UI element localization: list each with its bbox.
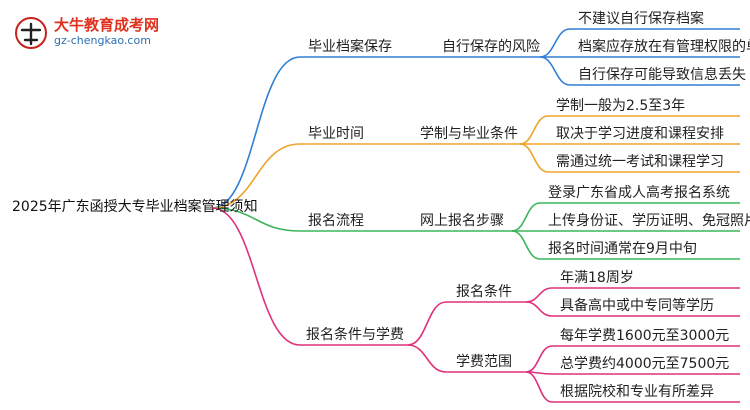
- logo-url: gz-chengkao.com: [54, 34, 151, 47]
- sub-self-storage-risk: 自行保存的风险: [442, 39, 540, 55]
- leaf-item: 根据院校和专业有所差异: [560, 384, 714, 400]
- leaf-item: 报名时间通常在9月中旬: [548, 241, 697, 257]
- connector-branch-sub: [407, 344, 447, 373]
- connector-root-branch: [211, 143, 301, 209]
- sub-registration-conditions: 报名条件: [456, 284, 512, 300]
- connector-branch-sub: [407, 301, 447, 346]
- connector-sub-leaf: [539, 56, 571, 86]
- leaf-item: 年满18周岁: [560, 270, 634, 286]
- branch-conditions-fees: 报名条件与学费: [306, 327, 404, 343]
- connector-sub-leaf: [525, 371, 553, 403]
- leaf-item: 不建议自行保存档案: [578, 11, 704, 27]
- connector-root-branch: [211, 207, 301, 346]
- leaf-item: 档案应存放在有管理权限的单位: [578, 39, 750, 55]
- branch-archive-storage: 毕业档案保存: [308, 39, 392, 55]
- root-topic: 2025年广东函授大专毕业档案管理须知: [12, 199, 258, 215]
- leaf-item: 需通过统一考试和课程学习: [556, 154, 724, 170]
- connector-sub-leaf: [525, 345, 553, 373]
- connector-root-branch: [211, 207, 301, 232]
- branch-registration-process: 报名流程: [308, 213, 364, 229]
- connector-sub-leaf: [525, 287, 553, 303]
- connector-sub-leaf: [525, 301, 553, 317]
- leaf-item: 总学费约4000元至7500元: [560, 356, 730, 372]
- branch-graduation-time: 毕业时间: [308, 126, 364, 142]
- leaf-item: 上传身份证、学历证明、免冠照片: [548, 213, 750, 229]
- connector-sub-leaf: [539, 28, 571, 58]
- leaf-item: 自行保存可能导致信息丢失: [578, 67, 746, 83]
- logo-title: 大牛教育成考网: [54, 16, 160, 34]
- site-logo[interactable]: 大牛教育成考网 gz-chengkao.com: [14, 14, 164, 50]
- sub-study-duration: 学制与毕业条件: [420, 126, 518, 142]
- leaf-item: 学制一般为2.5至3年: [556, 98, 686, 114]
- connector-sub-leaf: [511, 202, 541, 232]
- leaf-item: 登录广东省成人高考报名系统: [548, 185, 730, 201]
- connector-sub-leaf: [511, 230, 541, 260]
- leaf-item: 具备高中或中专同等学历: [560, 298, 714, 314]
- connector-sub-leaf: [519, 115, 549, 145]
- logo-mark-icon: [15, 17, 47, 49]
- connector-root-branch: [211, 56, 301, 209]
- sub-tuition-range: 学费范围: [456, 354, 512, 370]
- sub-online-registration: 网上报名步骤: [420, 213, 504, 229]
- leaf-item: 取决于学习进度和课程安排: [556, 126, 724, 142]
- leaf-item: 每年学费1600元至3000元: [560, 328, 730, 344]
- connector-sub-leaf: [519, 143, 549, 173]
